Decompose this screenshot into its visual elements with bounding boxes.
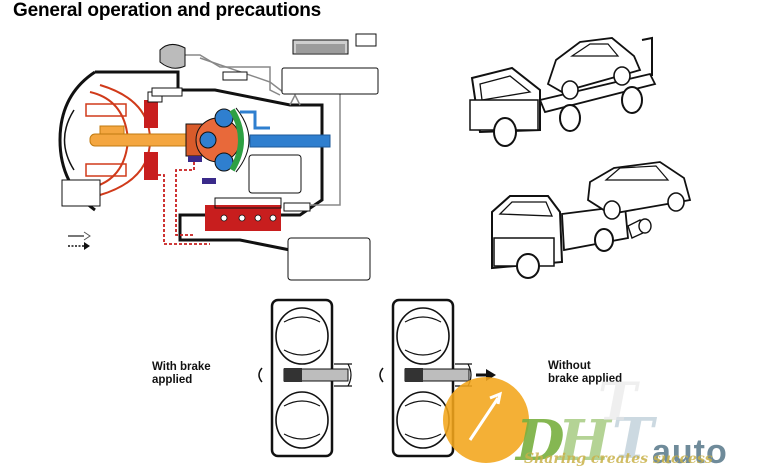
watermark-slogan: Sharing creates success: [524, 451, 713, 467]
watermark-brand-text: auto: [652, 433, 728, 471]
without-brake-line-1: Without: [548, 360, 591, 372]
svg-text:T: T: [612, 406, 658, 471]
page-title: General operation and precautions: [13, 0, 322, 21]
without-brake-label: Without brake applied: [548, 360, 622, 386]
svg-text:H: H: [556, 408, 613, 471]
with-brake-line-1: With brake: [152, 361, 211, 373]
with-brake-label: With brake applied: [152, 361, 211, 387]
without-brake-line-2: brake applied: [548, 373, 623, 385]
svg-text:T: T: [598, 372, 640, 433]
svg-text:D: D: [514, 408, 565, 471]
with-brake-line-2: applied: [152, 374, 193, 386]
